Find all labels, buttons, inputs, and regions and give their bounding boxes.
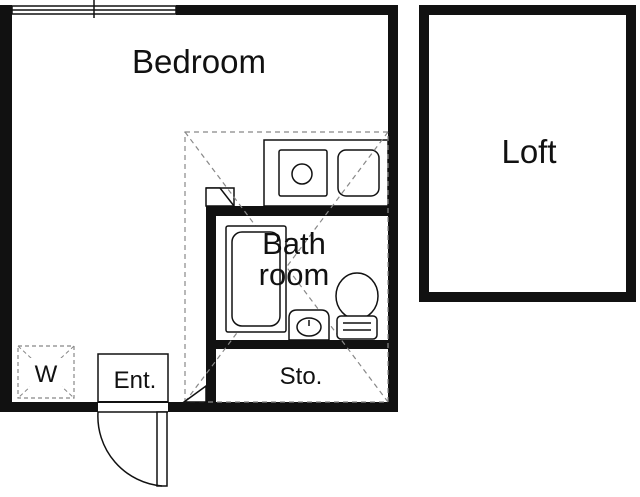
wash-basin-icon bbox=[288, 309, 330, 341]
main-unit-walls bbox=[0, 5, 398, 412]
washer-spot bbox=[17, 345, 75, 399]
loft bbox=[419, 5, 636, 302]
door-swing-arc bbox=[97, 411, 168, 487]
stove-burner-icon bbox=[278, 149, 328, 197]
bath-label-line1: Bath bbox=[262, 226, 326, 261]
wall-left bbox=[0, 5, 12, 412]
window bbox=[11, 0, 177, 18]
storage-label: Sto. bbox=[280, 363, 323, 390]
wall-bottom-left bbox=[0, 402, 98, 412]
toilet-icon bbox=[335, 272, 379, 340]
entrance-label: Ent. bbox=[114, 367, 157, 394]
bath-label-line2: room bbox=[259, 257, 330, 292]
loft-label: Loft bbox=[501, 133, 556, 170]
loft-outline bbox=[419, 5, 636, 302]
wall-top-right bbox=[176, 5, 398, 15]
washer-label: W bbox=[35, 361, 58, 388]
entrance-area bbox=[97, 353, 169, 403]
wall-bottom-right bbox=[168, 402, 398, 412]
storage bbox=[181, 384, 207, 403]
bedroom-label: Bedroom bbox=[132, 43, 266, 80]
kitchen-counter bbox=[263, 139, 389, 207]
dashed-overhead-outline bbox=[184, 131, 389, 403]
bath-wall-bottom bbox=[206, 340, 398, 349]
bath-wall-top bbox=[206, 206, 398, 216]
bathtub-icon bbox=[225, 225, 287, 333]
bath-wall-left bbox=[206, 206, 216, 412]
kitchen-sink-icon bbox=[337, 149, 380, 197]
